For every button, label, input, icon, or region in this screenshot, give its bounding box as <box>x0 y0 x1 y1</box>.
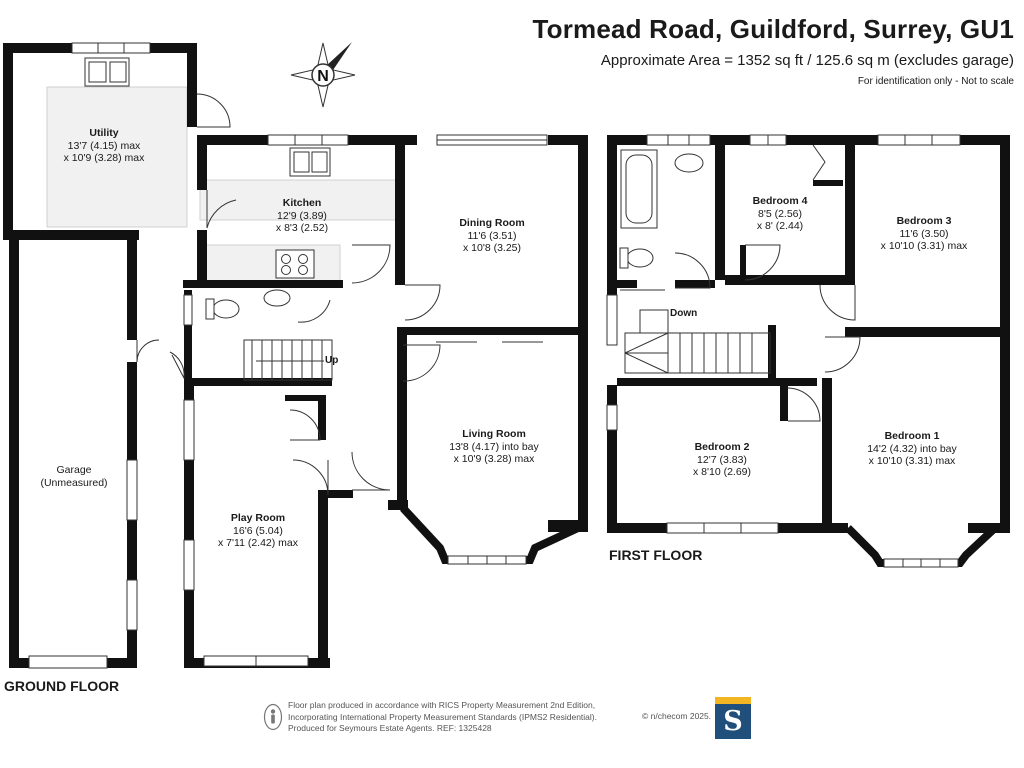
footer-line-3: Produced for Seymours Estate Agents. REF… <box>288 723 492 733</box>
first-floor-walls <box>607 135 1010 533</box>
stairs-down-label: Down <box>670 308 698 319</box>
room-label-kitchen: Kitchen 12'9 (3.89) x 8'3 (2.52) <box>276 197 328 235</box>
room-dimension: 11'6 (3.50) <box>899 227 949 240</box>
bay-living-windows <box>447 555 527 565</box>
first-doors <box>674 144 861 422</box>
room-dimension: 13'7 (4.15) max <box>67 139 141 152</box>
room-name: Living Room <box>462 428 526 440</box>
room-name: Utility <box>89 127 119 139</box>
room-dimension: x 10'9 (3.28) max <box>453 453 535 465</box>
room-label-bedroom-3: Bedroom 3 11'6 (3.50) x 10'10 (3.31) max <box>881 215 968 253</box>
room-dimension: x 8' (2.44) <box>756 220 804 232</box>
room-dimension: 12'7 (3.83) <box>697 453 747 466</box>
room-dimension: 14'2 (4.32) into bay <box>867 442 957 455</box>
ground-floor-label: GROUND FLOOR <box>4 678 120 694</box>
bay-bedroom-1 <box>845 525 998 567</box>
room-name: Bedroom 2 <box>694 441 750 453</box>
room-label-garage: Garage (Unmeasured) <box>40 464 107 489</box>
room-name: Bedroom 4 <box>752 195 808 207</box>
bay-bedroom-1-windows <box>883 558 959 568</box>
footer-line-2: Incorporating International Property Mea… <box>288 711 597 722</box>
room-dimension: (Unmeasured) <box>40 476 108 489</box>
ground-fixtures <box>84 57 331 320</box>
room-label-bedroom-2: Bedroom 2 12'7 (3.83) x 8'10 (2.69) <box>693 441 751 479</box>
footer-credits: Floor plan produced in accordance with R… <box>288 700 597 735</box>
footer-line-1: Floor plan produced in accordance with R… <box>288 700 596 710</box>
nichecom-brand: © n/checom 2025. <box>642 711 712 721</box>
room-label-play-room: Play Room 16'6 (5.04) x 7'11 (2.42) max <box>218 512 298 550</box>
ground-floor-fills <box>46 86 401 286</box>
room-name: Bedroom 3 <box>896 215 952 227</box>
first-bathroom-fixtures <box>619 149 704 269</box>
room-label-dining-room: Dining Room 11'6 (3.51) x 10'8 (3.25) <box>459 217 524 255</box>
compass-north-label: N <box>317 68 329 85</box>
room-label-utility: Utility 13'7 (4.15) max x 10'9 (3.28) ma… <box>64 127 145 165</box>
room-name: Bedroom 1 <box>884 430 940 442</box>
first-staircase <box>620 289 771 374</box>
room-dimension: x 10'10 (3.31) max <box>868 455 956 467</box>
room-dimension: x 7'11 (2.42) max <box>217 537 299 549</box>
room-dimension: 16'6 (5.04) <box>233 524 283 537</box>
room-label-living-room: Living Room 13'8 (4.17) into bay x 10'9 … <box>449 428 539 466</box>
bay-living-room <box>400 505 580 564</box>
room-dimension: 12'9 (3.89) <box>277 209 327 222</box>
first-windows <box>606 134 961 534</box>
room-dimension: x 10'8 (3.25) <box>462 242 522 254</box>
compass-rose: N <box>290 42 356 108</box>
room-dimension: x 8'10 (2.69) <box>692 466 752 478</box>
room-dimension: x 8'3 (2.52) <box>275 222 329 234</box>
ground-doors <box>136 93 543 496</box>
room-label-bedroom-4: Bedroom 4 8'5 (2.56) x 8' (2.44) <box>753 195 808 233</box>
room-dimension: 8'5 (2.56) <box>757 207 803 220</box>
first-floor-label: FIRST FLOOR <box>609 547 703 563</box>
room-dimension: 11'6 (3.51) <box>467 229 517 242</box>
identification-note: For identification only - Not to scale <box>857 76 1014 87</box>
room-name: Dining Room <box>459 217 525 229</box>
ground-windows <box>28 42 548 669</box>
ipms-badge-icon <box>263 703 283 731</box>
room-label-bedroom-1: Bedroom 1 14'2 (4.32) into bay x 10'10 (… <box>867 430 957 468</box>
room-dimension: x 10'9 (3.28) max <box>63 152 145 164</box>
seymours-logo: S <box>715 697 751 739</box>
room-name: Garage <box>56 464 92 476</box>
room-dimension: x 10'10 (3.31) max <box>880 240 968 252</box>
ground-staircase <box>243 339 333 381</box>
room-name: Kitchen <box>282 197 322 209</box>
property-title: Tormead Road, Guildford, Surrey, GU1 <box>532 14 1014 44</box>
stairs-up-label: Up <box>325 355 339 366</box>
room-name: Play Room <box>230 512 286 524</box>
approximate-area: Approximate Area = 1352 sq ft / 125.6 sq… <box>600 52 1014 69</box>
room-dimension: 13'8 (4.17) into bay <box>449 440 539 453</box>
